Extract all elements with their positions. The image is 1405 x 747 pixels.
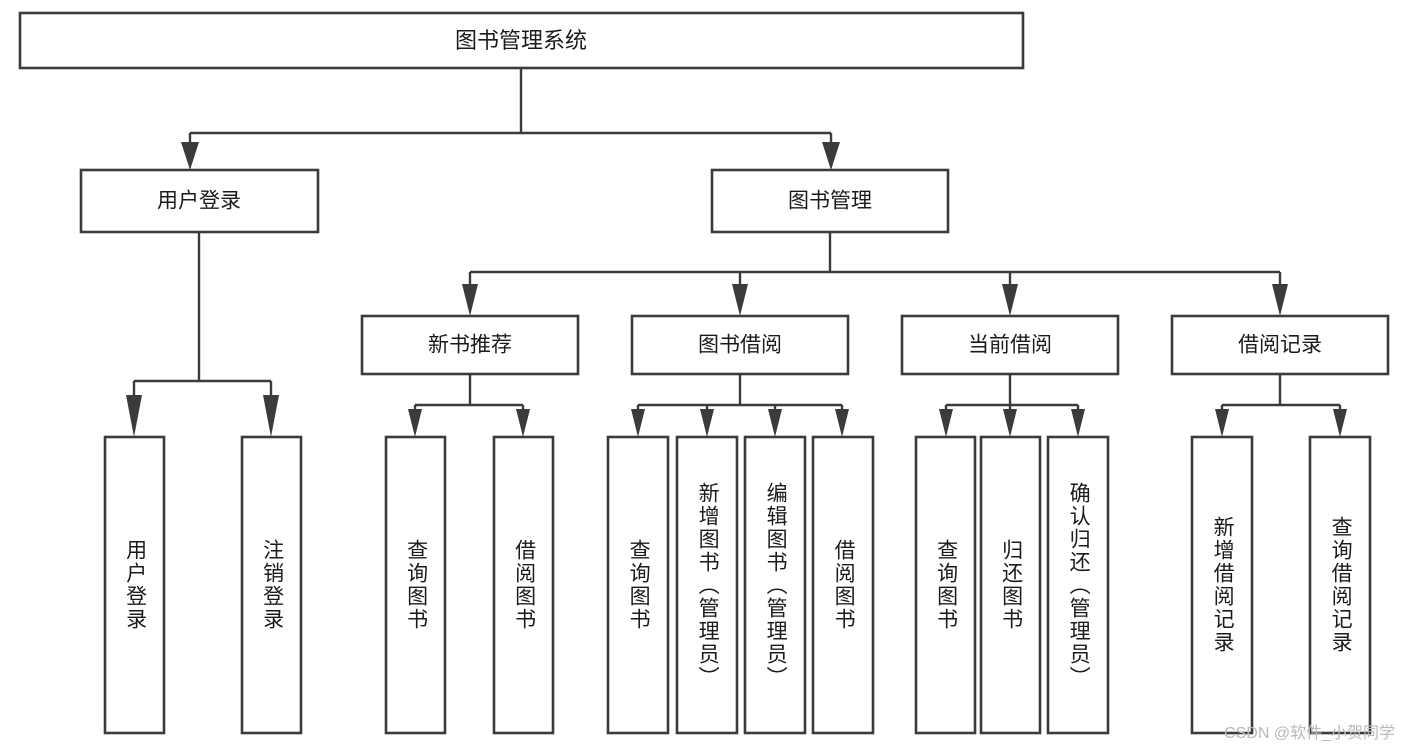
connectors-newbook-to-leaves [408, 374, 530, 437]
leaf-box-currentborrow-3[interactable] [1046, 435, 1110, 735]
book-manage-label: 图书管理 [788, 190, 872, 213]
leaf-boxes-current-borrow [914, 435, 1110, 735]
node-root[interactable]: 图书管理系统 [18, 11, 1025, 70]
leaf-box-user-login-1[interactable] [103, 435, 166, 735]
new-book-recommend-box[interactable] [360, 314, 580, 376]
leaf-box-bookborrow-3[interactable] [743, 435, 807, 735]
book-borrow-label: 图书借阅 [698, 334, 782, 357]
book-borrow-box[interactable] [630, 314, 850, 376]
arrow-head-br-leaf-2 [1333, 409, 1347, 437]
root-label: 图书管理系统 [455, 28, 587, 53]
leaf-boxes-book-borrow [606, 435, 875, 735]
root-box[interactable] [18, 11, 1025, 70]
arrow-head-bb-leaf-4 [835, 409, 849, 437]
leaf-box-newbook-2[interactable] [492, 435, 555, 735]
arrow-head-nb-leaf-1 [408, 409, 422, 437]
connectors-userlogin-to-leaves [126, 232, 279, 437]
csdn-watermark: CSDN @软件_小贺同学 [1224, 725, 1395, 742]
arrow-head-book-borrow [732, 284, 748, 316]
arrow-head-cb-leaf-1 [939, 409, 953, 437]
new-book-recommend-label: 新书推荐 [428, 334, 512, 357]
borrow-records-label: 借阅记录 [1238, 334, 1322, 357]
arrow-head-new-book-recommend [462, 284, 478, 316]
arrow-head-leaf-user-login [126, 395, 142, 437]
connectors-bookmanage-to-level3 [462, 232, 1288, 316]
connectors-borrowrecords-to-leaves [1215, 374, 1347, 437]
arrow-head-cb-leaf-3 [1071, 409, 1085, 437]
arrow-head-bb-leaf-1 [631, 409, 645, 437]
connectors-root-to-level2 [181, 68, 840, 170]
node-book-borrow[interactable]: 图书借阅 [630, 314, 850, 376]
leaf-box-bookborrow-2[interactable] [675, 435, 739, 735]
borrow-records-box[interactable] [1170, 314, 1390, 376]
leaf-box-bookborrow-1[interactable] [606, 435, 670, 735]
arrow-head-borrow-records [1272, 284, 1288, 316]
connectors-bookborrow-to-leaves [631, 374, 849, 437]
arrow-head-bb-leaf-3 [768, 409, 782, 437]
leaf-box-borrowrecords-2[interactable] [1308, 435, 1372, 735]
node-borrow-records[interactable]: 借阅记录 [1170, 314, 1390, 376]
leaf-box-bookborrow-4[interactable] [811, 435, 875, 735]
arrow-head-nb-leaf-2 [516, 409, 530, 437]
arrow-head-user-login [181, 142, 199, 170]
leaf-box-borrowrecords-1[interactable] [1190, 435, 1254, 735]
leaf-box-user-login-2[interactable] [240, 435, 303, 735]
node-current-borrow[interactable]: 当前借阅 [900, 314, 1120, 376]
node-user-login[interactable]: 用户登录 [79, 168, 320, 234]
leaf-boxes-user-login [103, 435, 303, 735]
current-borrow-label: 当前借阅 [968, 334, 1052, 357]
leaf-box-newbook-1[interactable] [384, 435, 447, 735]
current-borrow-box[interactable] [900, 314, 1120, 376]
book-manage-box[interactable] [710, 168, 950, 234]
arrow-head-leaf-logout [263, 395, 279, 437]
leaf-box-currentborrow-1[interactable] [914, 435, 977, 735]
arrow-head-br-leaf-1 [1215, 409, 1229, 437]
leaf-boxes-borrow-records [1190, 435, 1372, 735]
arrow-head-current-borrow [1002, 284, 1018, 316]
arrow-head-cb-leaf-2 [1003, 409, 1017, 437]
arrow-head-book-manage [822, 142, 840, 170]
user-login-label: 用户登录 [157, 190, 241, 213]
arrow-head-bb-leaf-2 [700, 409, 714, 437]
node-new-book-recommend[interactable]: 新书推荐 [360, 314, 580, 376]
node-book-manage[interactable]: 图书管理 [710, 168, 950, 234]
user-login-box[interactable] [79, 168, 320, 234]
leaf-boxes-new-book-recommend [384, 435, 555, 735]
connectors-currentborrow-to-leaves [939, 374, 1085, 437]
leaf-box-currentborrow-2[interactable] [979, 435, 1042, 735]
